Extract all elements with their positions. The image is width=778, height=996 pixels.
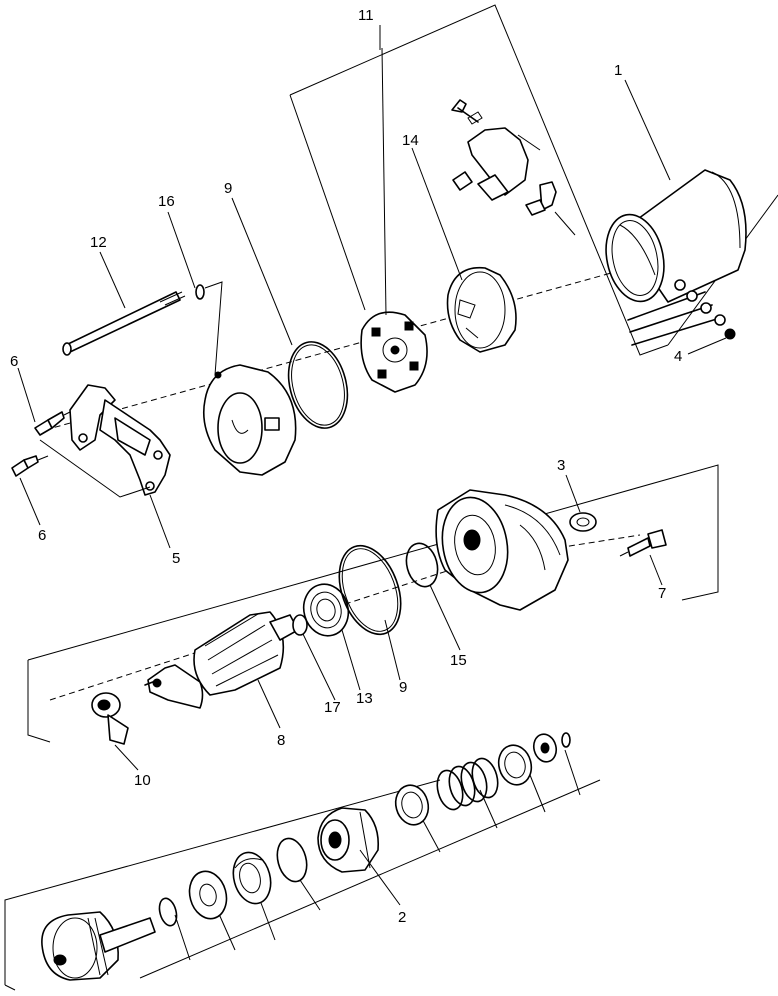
- callout-3: 3: [557, 457, 565, 474]
- through-bolt-12: [62, 291, 186, 356]
- callout-9-top: 9: [224, 180, 232, 197]
- terminal-assembly: [451, 99, 576, 236]
- callout-11: 11: [358, 7, 374, 24]
- clutch-collar: [232, 851, 272, 905]
- callout-14: 14: [402, 132, 419, 149]
- callout-8: 8: [277, 732, 285, 749]
- bearing-13: [302, 583, 350, 637]
- leader-2: [359, 849, 401, 906]
- callout-16: 16: [158, 193, 175, 210]
- callout-13: 13: [356, 690, 373, 707]
- callout-17: 17: [324, 699, 341, 716]
- o-ring-bottom: [276, 837, 308, 883]
- callout-9-middle: 9: [399, 679, 407, 696]
- spring: [436, 757, 499, 811]
- small-bushing: [532, 733, 558, 763]
- bushing-10: [91, 692, 129, 745]
- ring-17: [292, 614, 308, 636]
- washer-3: [569, 512, 597, 532]
- o-ring-9-top: [287, 341, 349, 429]
- clutch-2: [317, 807, 380, 873]
- yoke-housing-1: [605, 169, 747, 303]
- callout-7: 7: [658, 585, 666, 602]
- brush-cover-14: [446, 266, 517, 353]
- pinion-gear: [41, 911, 156, 981]
- snap-ring-small: [158, 897, 178, 927]
- callout-2: 2: [398, 909, 406, 926]
- leaders-middle: [114, 474, 663, 771]
- callout-labels: 1 2 3 4 5 6 6 7 8 9 9 10 11 12 13 14 15 …: [10, 7, 682, 926]
- screw-7: [619, 529, 667, 557]
- sleeve: [394, 784, 430, 826]
- middle-section-frame: [27, 464, 719, 743]
- leaders-top: [17, 25, 671, 549]
- stop-collar: [497, 744, 533, 786]
- bottom-section-frame: [4, 779, 441, 991]
- o-ring-9-middle: [338, 544, 402, 636]
- callout-15: 15: [450, 652, 467, 669]
- washer-16: [195, 281, 223, 376]
- end-cover-top: [202, 364, 297, 476]
- top-axis-line: [44, 264, 641, 431]
- screws-4: [627, 279, 736, 355]
- callout-12: 12: [90, 234, 107, 251]
- o-ring-15: [405, 542, 439, 588]
- callout-1: 1: [614, 62, 622, 79]
- callout-6-upper: 6: [10, 353, 18, 370]
- drive-housing: [435, 489, 569, 611]
- thrust-washer: [188, 870, 228, 920]
- bolt-6-lower: [11, 455, 49, 477]
- mounting-bracket-5: [39, 384, 171, 498]
- callout-5: 5: [172, 550, 180, 567]
- callout-4: 4: [674, 348, 682, 365]
- bolt-6-upper: [34, 411, 71, 436]
- callout-10: 10: [134, 772, 151, 789]
- callout-6-lower: 6: [38, 527, 46, 544]
- armature-8: [144, 611, 299, 709]
- brush-holder-11: [360, 311, 428, 393]
- snap-ring-end: [561, 732, 571, 748]
